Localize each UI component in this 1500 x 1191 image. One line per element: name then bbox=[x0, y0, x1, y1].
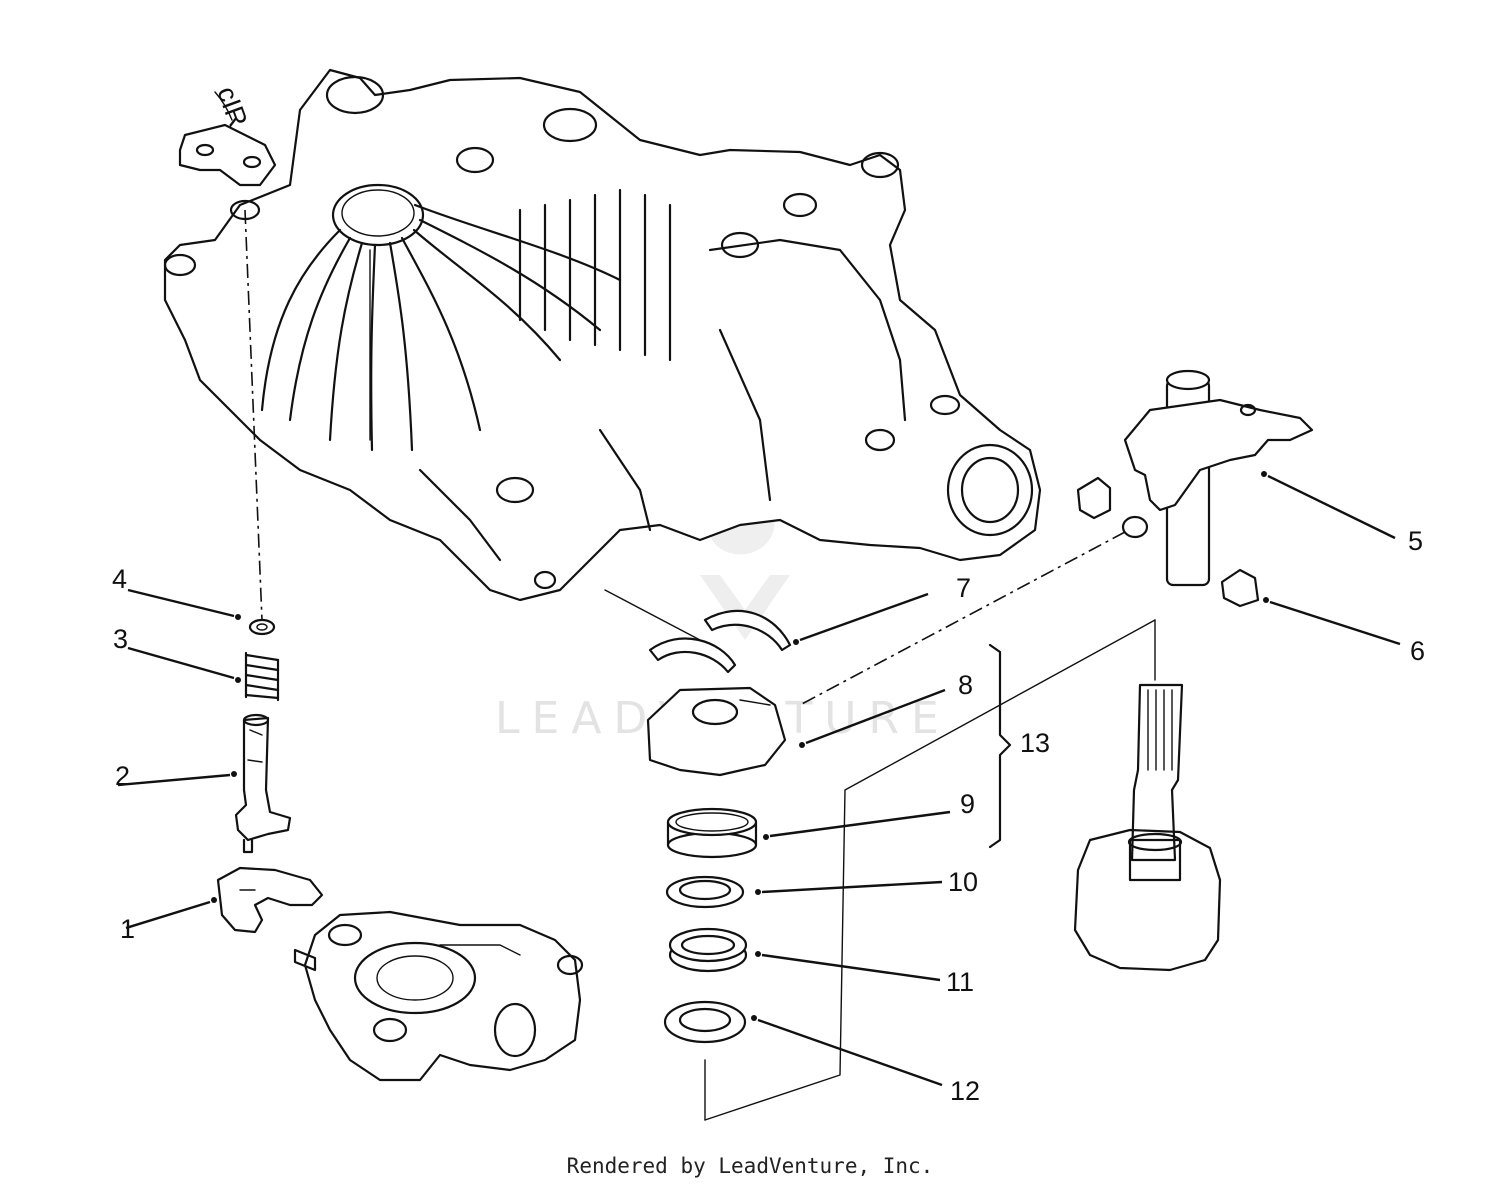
callout-6: 6 bbox=[1410, 636, 1425, 666]
part-10-washer bbox=[665, 875, 745, 909]
bracket-13 bbox=[988, 643, 1012, 849]
center-section bbox=[293, 910, 584, 1082]
motor-shaft-assembly bbox=[1073, 683, 1222, 972]
callout-3: 3 bbox=[113, 624, 128, 654]
callout-5: 5 bbox=[1408, 526, 1423, 556]
leaders bbox=[117, 471, 1401, 1087]
part-7-bearing-halves bbox=[648, 609, 792, 674]
callout-10: 10 bbox=[948, 867, 978, 897]
callout-1: 1 bbox=[120, 914, 135, 944]
bracket-plate: cIR bbox=[178, 83, 277, 187]
part-1-yoke bbox=[216, 866, 324, 934]
part-3-spring bbox=[244, 651, 280, 702]
callout-8: 8 bbox=[958, 670, 973, 700]
callout-2: 2 bbox=[115, 761, 130, 791]
part-2-shaft bbox=[234, 713, 292, 854]
slider-block bbox=[1076, 476, 1112, 520]
callout-9: 9 bbox=[960, 789, 975, 819]
part-8-swashplate bbox=[646, 686, 787, 777]
callout-labels: 1 2 3 4 5 6 7 8 9 10 11 12 13 bbox=[112, 526, 1425, 1106]
part-4-washer bbox=[248, 618, 276, 636]
callout-7: 7 bbox=[956, 573, 971, 603]
callout-13: 13 bbox=[1020, 728, 1050, 758]
small-marking: cIR bbox=[211, 83, 253, 131]
transaxle-housing bbox=[163, 68, 1042, 602]
callout-12: 12 bbox=[950, 1076, 980, 1106]
callout-11: 11 bbox=[946, 967, 974, 997]
part-11-bearing bbox=[668, 927, 748, 973]
part-6-slider bbox=[1220, 568, 1260, 608]
render-credit: Rendered by LeadVenture, Inc. bbox=[566, 1154, 934, 1178]
part-5-shift-lever bbox=[1121, 369, 1314, 587]
callout-4: 4 bbox=[112, 564, 127, 594]
part-12-washer bbox=[663, 1000, 747, 1044]
part-9-ring bbox=[666, 807, 758, 859]
